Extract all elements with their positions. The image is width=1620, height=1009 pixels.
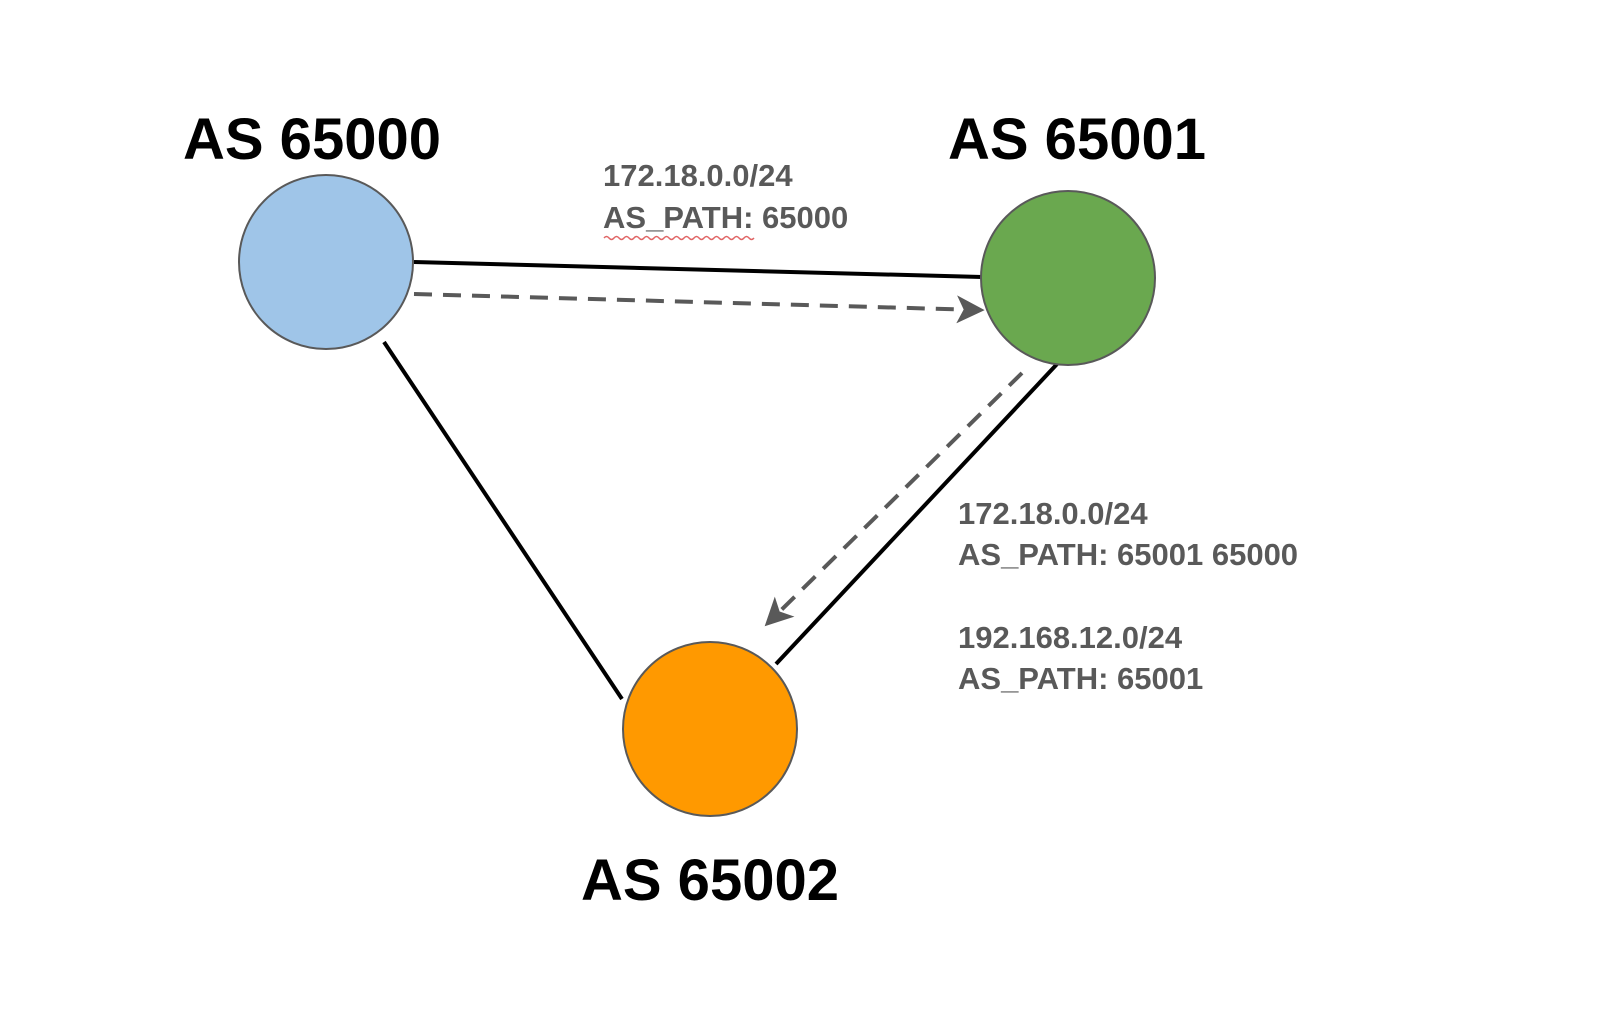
route-prefix-as65000-to-as65001: 172.18.0.0/24 [603, 158, 793, 193]
advertisement-arrow-as65001-to-as65002 [764, 371, 1024, 627]
route-prefix-2-as65001-to-as65002: 192.168.12.0/24 [958, 620, 1183, 655]
link-as65000-as65002 [382, 340, 624, 701]
link-as65001-as65002 [774, 361, 1060, 666]
node-label-as65001: AS 65001 [948, 107, 1206, 172]
node-as65000 [238, 174, 414, 350]
route-prefix-as65001-to-as65002: 172.18.0.0/24 [958, 496, 1148, 531]
route-as-path-as65001-to-as65002: AS_PATH: 65001 65000 [958, 537, 1298, 572]
node-label-as65000: AS 65000 [183, 107, 441, 172]
route-as-path-as65000-to-as65001: AS_PATH: 65000 [603, 200, 848, 235]
node-label-as65002: AS 65002 [581, 848, 839, 913]
node-as65001 [980, 190, 1156, 366]
spellcheck-underline [603, 235, 755, 241]
link-as65000-as65001 [413, 260, 983, 279]
node-as65002 [622, 641, 798, 817]
route-as-path-2-as65001-to-as65002: AS_PATH: 65001 [958, 661, 1203, 696]
advertisement-arrow-as65000-to-as65001 [413, 292, 985, 324]
